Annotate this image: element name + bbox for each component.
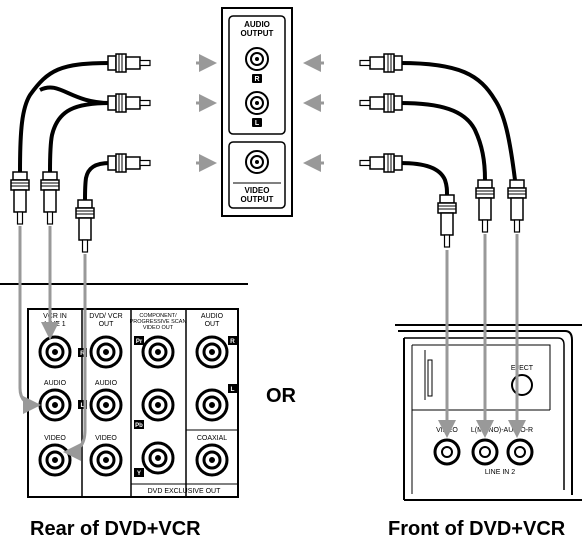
component-label-2: PROGRESSIVE SCAN [130,319,187,325]
rear-video-label-in: VIDEO [44,435,66,442]
component-label-1: COMPONENT/ [139,313,177,319]
y-badge: Y [137,471,141,477]
dvd-vcr-out-label-1: DVD/ VCR [89,313,122,320]
left-av-cable [10,53,151,253]
audio-out-l-badge: L [231,386,235,393]
audio-out-r-badge: R [230,338,235,345]
front-caption: Front of DVD+VCR [388,518,566,540]
pr-badge: Pr [136,339,143,345]
dvd-exclusive-out-label: DVD EXCLUSIVE OUT [148,488,221,495]
dvd-vcr-out-label-2: OUT [99,321,115,328]
rear-r-badge: R [80,350,85,357]
rear-audio-label-in: AUDIO [44,380,67,387]
front-panel: EJECT VIDEO L(MONO)-AUDIO-R LINE IN 2 [395,324,582,501]
or-text: OR [266,385,296,407]
coaxial-label: COAXIAL [197,435,227,442]
connection-arrows-bottom [18,226,526,461]
rear-l-badge: L [81,402,85,409]
output-panel: AUDIO OUTPUT R L VIDEO OUTPUT [221,7,293,217]
eject-button [511,374,533,396]
video-output-label-2: OUTPUT [241,195,274,204]
audio-out-label-2: OUT [205,321,221,328]
r-badge: R [254,76,259,83]
rear-video-label-out: VIDEO [95,435,117,442]
rear-audio-label-out: AUDIO [95,380,118,387]
line-in-2-label: LINE IN 2 [485,469,515,476]
component-label-3: VIDEO OUT [143,325,174,331]
audio-out-label-1: AUDIO [201,313,224,320]
rear-panel: VCR IN LINE 1 DVD/ VCR OUT COMPONENT/ PR… [0,283,248,498]
front-audio-lr-label: L(MONO)-AUDIO-R [471,427,533,434]
l-badge: L [255,120,260,127]
audio-output-label-2: OUTPUT [241,29,274,38]
rear-caption: Rear of DVD+VCR [30,518,201,540]
connection-arrows-top [196,54,324,172]
video-output-label-1: VIDEO [245,186,270,195]
right-av-cable [359,53,527,248]
vcr-in-label-1: VCR IN [43,313,67,320]
pb-badge: Pb [135,423,143,429]
vcr-in-label-2: LINE 1 [44,321,66,328]
audio-output-label-1: AUDIO [244,20,270,29]
eject-label: EJECT [511,365,534,372]
